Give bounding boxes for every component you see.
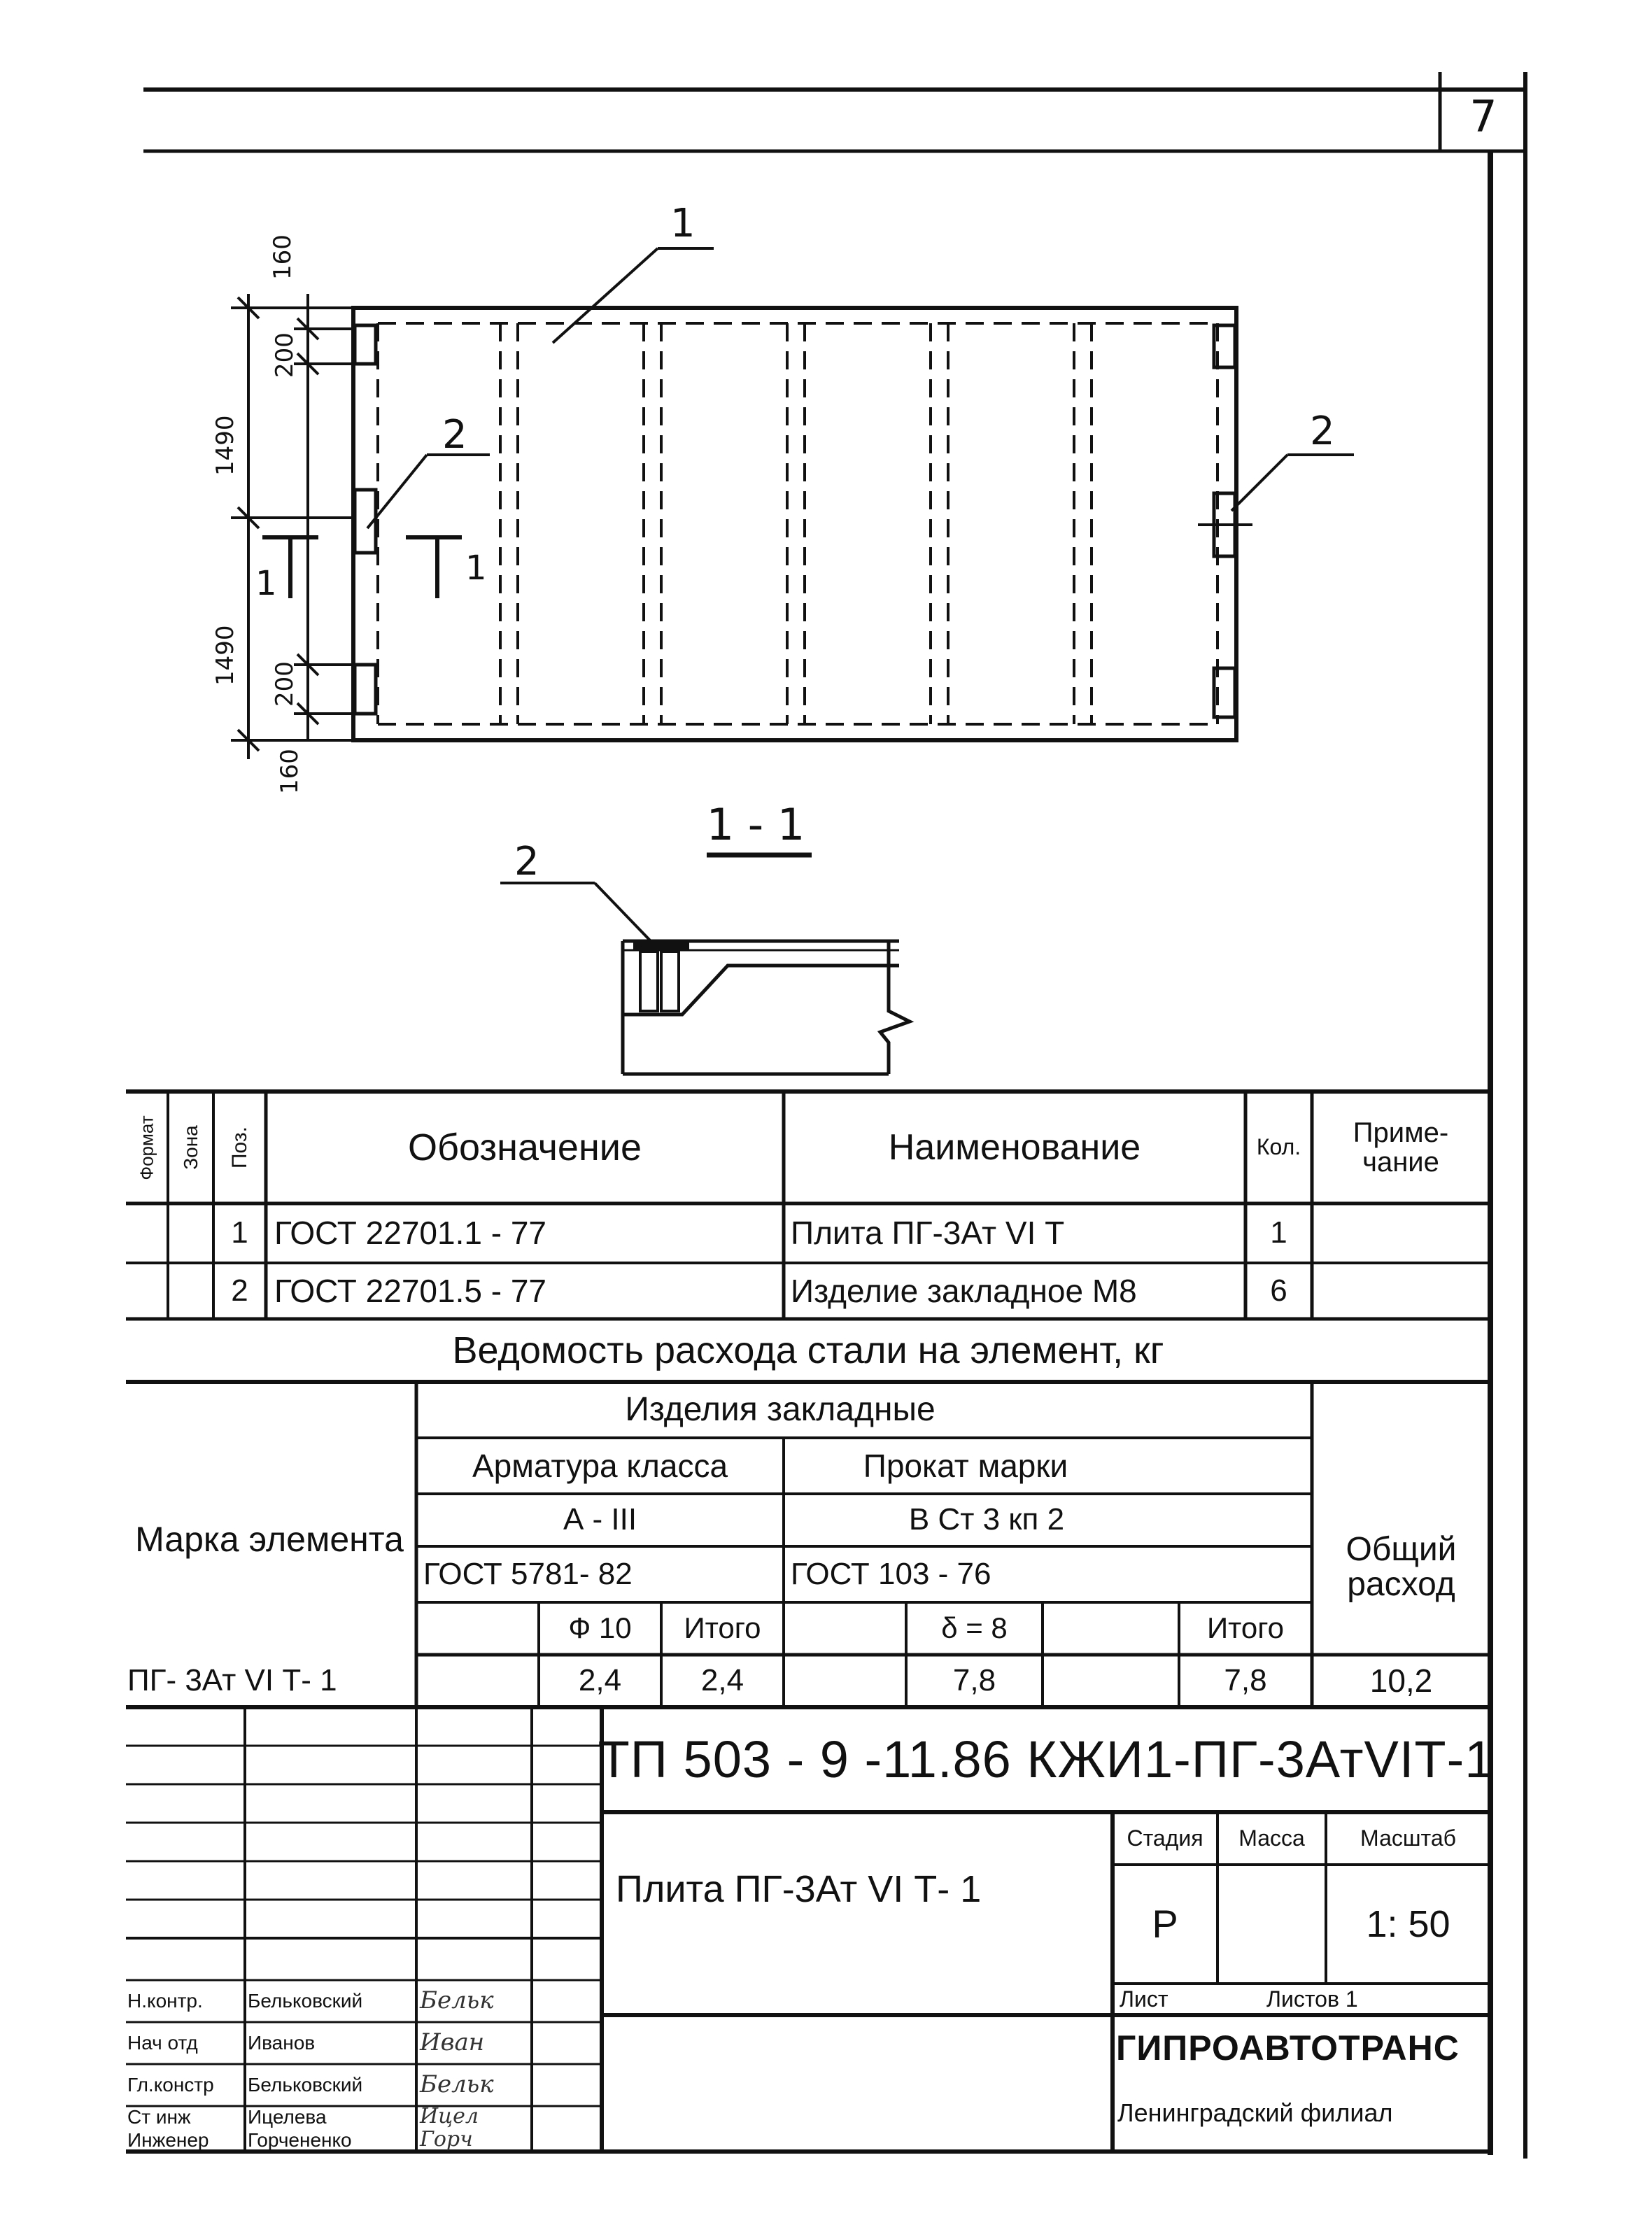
sheet-number: 7 bbox=[1469, 91, 1497, 142]
row-itogo1: 2,4 bbox=[700, 1663, 744, 1698]
spec-row-2-designation: ГОСТ 22701.5 - 77 bbox=[274, 1272, 547, 1309]
mark-label: Марка элемента bbox=[135, 1519, 404, 1559]
rebar-gost: ГОСТ 5781- 82 bbox=[423, 1556, 633, 1591]
sig-sign-3: Бельк bbox=[420, 2070, 494, 2099]
sig-name-1: Бельковский bbox=[248, 1990, 363, 2012]
plan-dimension-labels: 160 200 1490 1490 200 160 bbox=[211, 234, 304, 794]
sig-sign-5: Горч bbox=[420, 2126, 473, 2152]
spec-row-1-name: Плита ПГ-3Ат VI Т bbox=[791, 1215, 1065, 1252]
table-grid bbox=[126, 1089, 1490, 2154]
sig-role-1: Н.контр. bbox=[127, 1990, 203, 2012]
header-name: Наименование bbox=[888, 1126, 1141, 1168]
rib-grid bbox=[376, 322, 1219, 726]
itogo-2-header: Итого bbox=[1206, 1611, 1285, 1645]
branch-name: Ленинградский филиал bbox=[1117, 2098, 1393, 2128]
sig-sign-4: Ицел bbox=[420, 2104, 479, 2129]
sig-name-4: Ицелева bbox=[248, 2106, 327, 2128]
sheets-label: Листов 1 bbox=[1266, 1986, 1358, 2012]
org-name: ГИПРОАВТОТРАНС bbox=[1116, 2028, 1460, 2068]
stage-label: Стадия bbox=[1127, 1825, 1203, 1851]
callout-1: 1 bbox=[670, 201, 696, 246]
sig-sign-1: Бельк bbox=[420, 1986, 494, 2015]
stage-value: Р bbox=[1152, 1901, 1178, 1946]
rebar-class-label: Арматура класса bbox=[472, 1447, 728, 1484]
sheet-label: Лист bbox=[1120, 1986, 1169, 2012]
sig-role-4: Ст инж bbox=[127, 2106, 191, 2128]
sheet-frame bbox=[143, 72, 1527, 2159]
rebar-type: А - III bbox=[563, 1502, 637, 1537]
rolled-type: В Ст 3 кп 2 bbox=[908, 1502, 1065, 1537]
dim-160-top: 160 bbox=[269, 234, 297, 280]
callout-2-right: 2 bbox=[1310, 409, 1335, 454]
sig-name-3: Бельковский bbox=[248, 2074, 363, 2096]
sig-sign-2: Иван bbox=[420, 2028, 485, 2057]
steel-title: Ведомость расхода стали на элемент, кг bbox=[452, 1329, 1164, 1371]
callout-leaders bbox=[366, 247, 1354, 530]
header-note: Приме-чание bbox=[1353, 1117, 1449, 1178]
header-qty: Кол. bbox=[1256, 1134, 1301, 1160]
rolled-gost: ГОСТ 103 - 76 bbox=[791, 1556, 991, 1591]
spec-row-1-pos: 1 bbox=[231, 1215, 248, 1250]
delta8-header: δ = 8 bbox=[941, 1611, 1008, 1645]
callout-2-left: 2 bbox=[442, 412, 467, 458]
dim-200-bottom: 200 bbox=[271, 661, 299, 707]
header-designation: Обозначение bbox=[408, 1126, 642, 1168]
sig-name-5: Горчененко bbox=[248, 2128, 352, 2151]
spec-row-1-designation: ГОСТ 22701.1 - 77 bbox=[274, 1215, 547, 1252]
sig-role-2: Нач отд bbox=[127, 2032, 198, 2054]
section-view bbox=[500, 882, 915, 1076]
phi10-header: Ф 10 bbox=[568, 1611, 632, 1645]
rolled-grade-label: Прокат марки bbox=[863, 1447, 1068, 1484]
spec-row-1-qty: 1 bbox=[1270, 1215, 1287, 1250]
section-callout-2: 2 bbox=[514, 839, 539, 884]
dim-1490-bottom: 1490 bbox=[211, 625, 239, 686]
drawing-name: Плита ПГ-3Ат VI Т- 1 bbox=[616, 1867, 982, 1910]
row-phi10: 2,4 bbox=[578, 1663, 622, 1698]
section-title: 1 - 1 bbox=[707, 799, 805, 850]
row-itogo2: 7,8 bbox=[1224, 1663, 1267, 1698]
sig-name-2: Иванов bbox=[248, 2032, 316, 2054]
dim-200-top: 200 bbox=[271, 332, 299, 378]
dim-160-bottom: 160 bbox=[276, 749, 304, 794]
dim-1490-top: 1490 bbox=[211, 415, 239, 476]
header-format: Формат bbox=[136, 1115, 157, 1180]
embedded-label: Изделия закладные bbox=[625, 1390, 936, 1428]
plan-view bbox=[231, 247, 1354, 759]
total-label: Общий расход bbox=[1346, 1530, 1457, 1603]
scale-label: Масштаб bbox=[1360, 1825, 1456, 1851]
embedded-plates-left bbox=[353, 323, 378, 716]
header-pos: Поз. bbox=[227, 1126, 251, 1168]
spec-row-2-pos: 2 bbox=[231, 1273, 248, 1308]
header-zone: Зона bbox=[179, 1125, 202, 1170]
doc-code: ТП 503 - 9 -11.86 КЖИ1-ПГ-3АтVIТ-1 bbox=[598, 1730, 1495, 1789]
mass-label: Масса bbox=[1238, 1825, 1305, 1851]
row-total: 10,2 bbox=[1369, 1662, 1433, 1700]
section-mark-right: 1 bbox=[465, 549, 487, 588]
spec-row-2-name: Изделие закладное М8 bbox=[791, 1272, 1137, 1309]
row-delta8: 7,8 bbox=[952, 1663, 996, 1698]
section-mark-left: 1 bbox=[255, 564, 277, 603]
embedded-plates-right bbox=[1198, 323, 1252, 719]
sig-role-3: Гл.констр bbox=[127, 2074, 214, 2096]
plan-dimensions bbox=[231, 294, 353, 759]
spec-row-2-qty: 6 bbox=[1270, 1273, 1287, 1308]
section-cut-marks bbox=[262, 535, 462, 598]
scale-value: 1: 50 bbox=[1366, 1902, 1450, 1945]
sig-role-5: Инженер bbox=[127, 2128, 209, 2151]
itogo-1-header: Итого bbox=[684, 1611, 761, 1645]
row-mark: ПГ- 3Ат VI Т- 1 bbox=[127, 1663, 337, 1698]
